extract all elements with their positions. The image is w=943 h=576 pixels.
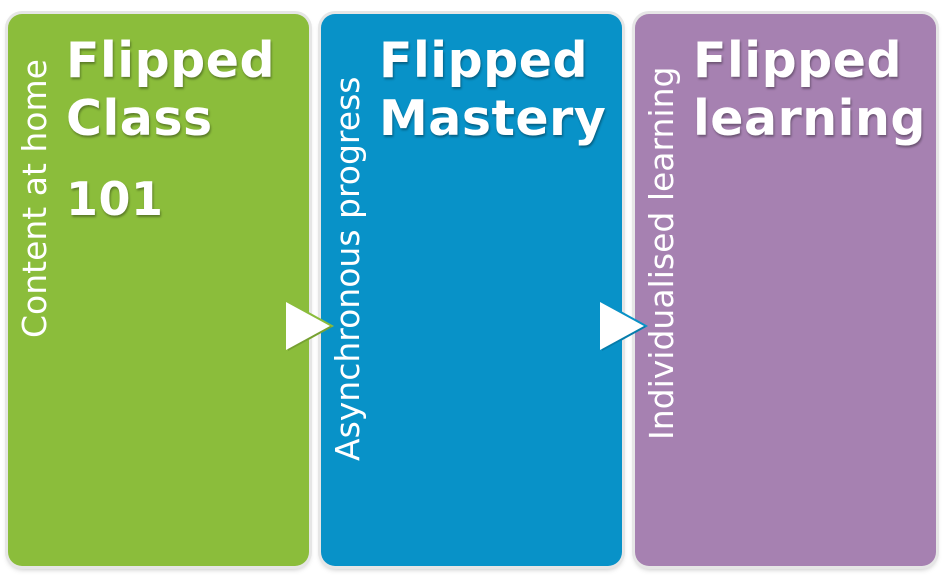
stage-side-label: Asynchronous progress	[328, 76, 367, 461]
stage-title: Flipped Mastery	[379, 32, 606, 148]
stage-flipped-class: Content at home Flipped Class 101	[8, 14, 309, 566]
stage-title: Flipped learning	[693, 32, 926, 148]
stage-subtitle: 101	[66, 172, 164, 226]
stage-title-line2: Class	[66, 90, 213, 147]
stage-flipped-learning: Individualised learning Flipped learning	[635, 14, 936, 566]
next-arrow-icon	[286, 302, 330, 350]
next-arrow-icon	[600, 302, 644, 350]
stage-title-line1: Flipped	[693, 32, 903, 89]
stage-side-label: Content at home	[15, 59, 54, 338]
stage-title: Flipped Class 101	[66, 32, 275, 228]
stage-title-line1: Flipped	[379, 32, 589, 89]
stage-title-line2: Mastery	[379, 90, 607, 147]
stage-flipped-mastery: Asynchronous progress Flipped Mastery	[321, 14, 622, 566]
stage-side-label: Individualised learning	[642, 66, 681, 440]
stage-title-line1: Flipped	[66, 32, 276, 89]
stage-title-line2: learning	[693, 90, 926, 147]
